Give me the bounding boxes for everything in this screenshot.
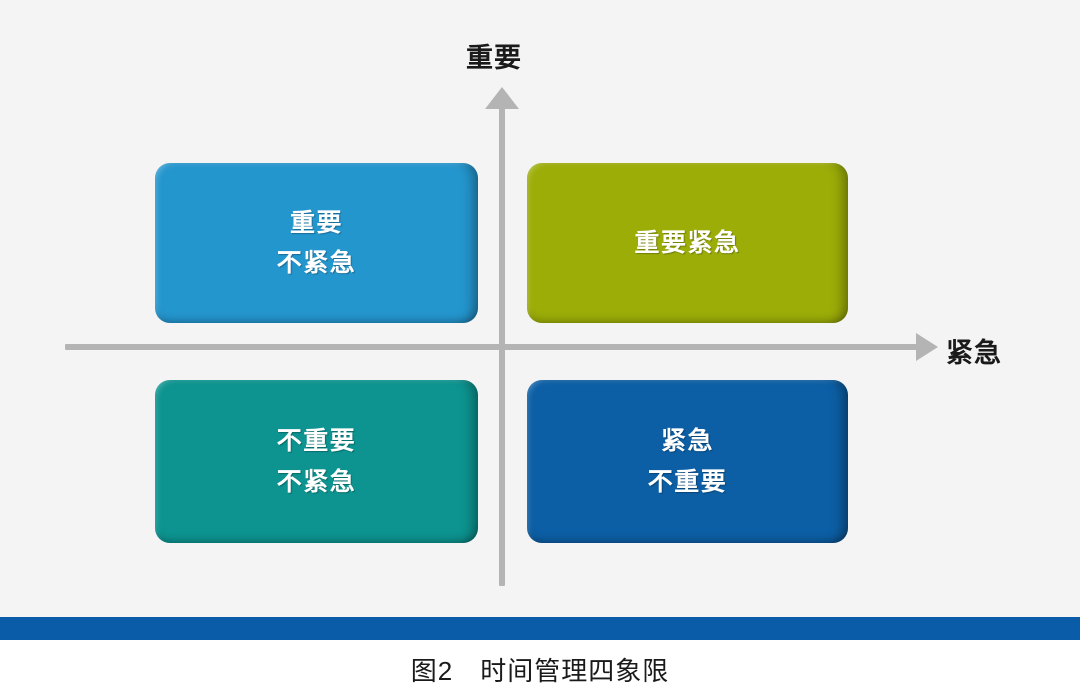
quadrant-not-important-not-urgent: 不重要 不紧急	[155, 380, 478, 543]
horizontal-axis-label: 紧急	[946, 338, 1002, 368]
quadrant-label-line: 不重要	[276, 427, 357, 455]
quadrant-label-group: 不重要 不紧急	[277, 421, 357, 502]
horizontal-axis-line	[65, 344, 923, 350]
figure-caption: 图2 时间管理四象限	[410, 656, 670, 686]
quadrant-label-line: 不重要	[647, 467, 728, 496]
quadrant-label-group: 重要紧急	[634, 223, 740, 264]
diagram-canvas: 重要 紧急 重要 不紧急 重要紧急 不重要 不紧急	[0, 0, 1080, 617]
caption-area: 图2 时间管理四象限	[0, 640, 1080, 699]
quadrant-label-line: 紧急	[660, 427, 714, 455]
divider-bar	[0, 617, 1080, 640]
horizontal-axis-arrow-icon	[916, 333, 938, 361]
quadrant-label-group: 紧急 不重要	[648, 421, 728, 502]
quadrant-label-line: 重要	[289, 208, 343, 237]
vertical-axis-arrow-icon	[485, 87, 519, 109]
quadrant-label-line: 不紧急	[276, 249, 357, 277]
quadrant-important-not-urgent: 重要 不紧急	[155, 163, 478, 323]
quadrant-label-line: 重要紧急	[634, 228, 741, 257]
quadrant-label-group: 重要 不紧急	[277, 203, 357, 284]
quadrant-label-line: 不紧急	[276, 467, 357, 496]
vertical-axis-label: 重要	[466, 43, 522, 73]
quadrant-important-urgent: 重要紧急	[527, 163, 848, 323]
quadrant-urgent-not-important: 紧急 不重要	[527, 380, 848, 543]
